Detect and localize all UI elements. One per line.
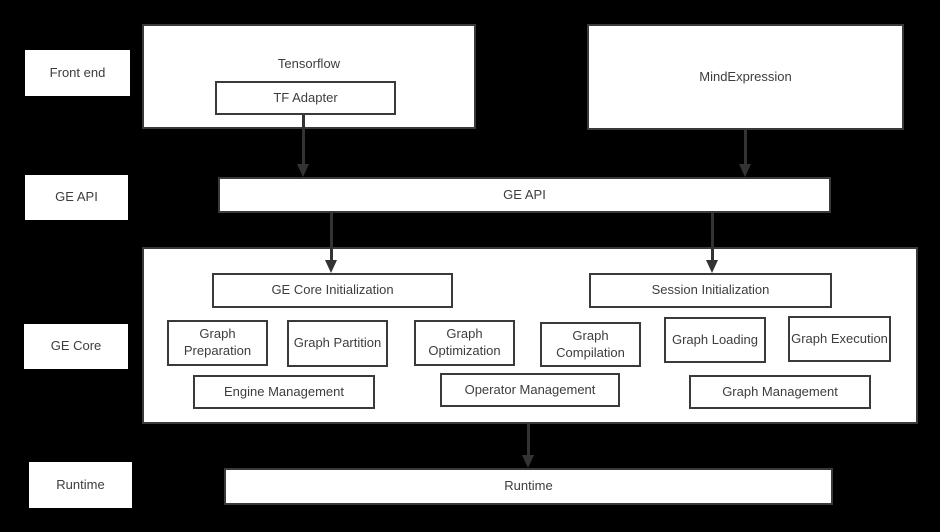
ge-core-box: GE Core Initialization Session Initializ… xyxy=(142,247,918,424)
graph-partition-box: Graph Partition xyxy=(287,320,388,367)
arrow-ge-api-to-ge-core-initialization xyxy=(325,213,337,273)
engine-management-box: Engine Management xyxy=(193,375,375,409)
graph-partition-label: Graph Partition xyxy=(293,335,382,351)
graph-management-label: Graph Management xyxy=(722,383,838,399)
tensorflow-box: Tensorflow TF Adapter xyxy=(142,24,476,129)
session-initialization-box: Session Initialization xyxy=(589,273,832,308)
mindexpression-box: MindExpression xyxy=(587,24,904,130)
runtime-bar: Runtime xyxy=(224,468,833,505)
arrow-stem xyxy=(301,115,305,164)
layer-label-front-end-text: Front end xyxy=(49,64,106,80)
operator-management-box: Operator Management xyxy=(440,373,620,407)
graph-compilation-label: Graph Compilation xyxy=(556,327,625,360)
arrow-head-icon xyxy=(325,260,337,273)
mindexpression-label: MindExpression xyxy=(699,68,792,84)
tf-adapter-label: TF Adapter xyxy=(273,89,338,105)
layer-label-ge-core-text: GE Core xyxy=(50,338,102,354)
arrow-stem xyxy=(743,130,747,164)
tf-adapter-box: TF Adapter xyxy=(215,81,396,115)
layer-label-runtime-text: Runtime xyxy=(56,476,105,492)
operator-management-label: Operator Management xyxy=(464,381,596,397)
arrow-ge-api-to-session-initialization xyxy=(706,213,718,273)
layer-label-ge-api: GE API xyxy=(25,175,128,220)
graph-preparation-label: Graph Preparation xyxy=(183,326,252,358)
arrow-stem xyxy=(526,424,530,455)
ge-api-bar-label: GE API xyxy=(503,186,546,202)
arrow-stem xyxy=(710,213,714,260)
arrow-ge-core-to-runtime xyxy=(522,424,534,468)
runtime-bar-label: Runtime xyxy=(504,478,553,494)
arrow-tf-adapter-to-ge-api xyxy=(297,115,309,177)
graph-loading-label: Graph Loading xyxy=(671,331,758,347)
arrow-mindexpression-to-ge-api xyxy=(739,130,751,177)
arrow-head-icon xyxy=(739,164,751,177)
graph-execution-label: Graph Execution xyxy=(791,330,888,346)
tensorflow-title: Tensorflow xyxy=(277,56,341,71)
graph-execution-box: Graph Execution xyxy=(788,316,891,362)
graph-optimization-box: Graph Optimization xyxy=(414,320,515,366)
engine-management-label: Engine Management xyxy=(224,383,344,399)
session-initialization-label: Session Initialization xyxy=(651,282,770,298)
graph-optimization-label: Graph Optimization xyxy=(428,326,501,358)
ge-core-initialization-label: GE Core Initialization xyxy=(271,282,394,298)
graph-management-box: Graph Management xyxy=(689,375,871,409)
layer-label-front-end: Front end xyxy=(25,50,130,96)
ge-core-initialization-box: GE Core Initialization xyxy=(212,273,453,308)
graph-preparation-box: Graph Preparation xyxy=(167,320,268,366)
layer-label-ge-core: GE Core xyxy=(24,324,128,369)
ge-api-bar: GE API xyxy=(218,177,831,213)
layer-label-runtime: Runtime xyxy=(29,462,132,508)
layer-label-ge-api-text: GE API xyxy=(55,189,98,205)
arrow-head-icon xyxy=(522,455,534,468)
arrow-stem xyxy=(329,213,333,260)
graph-compilation-box: Graph Compilation xyxy=(540,322,641,367)
graph-loading-box: Graph Loading xyxy=(664,317,766,363)
arrow-head-icon xyxy=(706,260,718,273)
arrow-head-icon xyxy=(297,164,309,177)
